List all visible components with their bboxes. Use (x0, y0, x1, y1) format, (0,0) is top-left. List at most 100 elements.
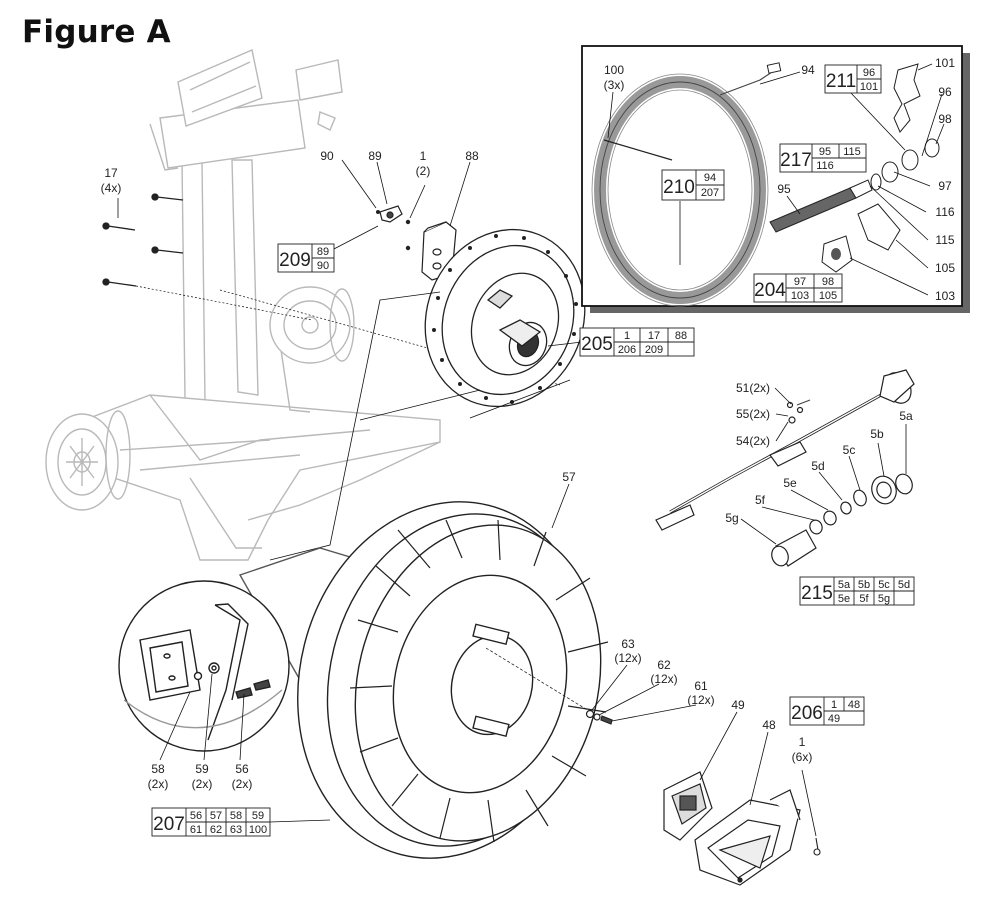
kit-204-number: 204 (754, 280, 786, 301)
kit-tables: 209 89 90 211 96 101 217 95 115 116 210 (151, 64, 915, 837)
kit-209-table: 209 89 90 (277, 243, 335, 273)
callout-115: 115 (935, 233, 954, 247)
kit-205-number: 205 (581, 334, 613, 355)
kit-206-part: 48 (848, 699, 860, 711)
bolt-17-set (102, 193, 184, 287)
kit-215-part: 5f (859, 593, 869, 605)
figure-title: Figure A (22, 14, 171, 50)
fastener-stack-61-62-63 (585, 709, 613, 725)
kit-207-number: 207 (153, 814, 185, 835)
kit-207-table: 207 56 57 58 59 61 62 63 100 (151, 807, 271, 837)
kit-204-table: 204 97 98 103 105 (753, 273, 843, 303)
callout-5e: 5e (783, 476, 797, 490)
callout-58-qty: (2x) (148, 777, 169, 791)
kit-205-part: 17 (648, 330, 660, 342)
kit-207-part: 58 (230, 810, 242, 822)
callout-49: 49 (731, 698, 745, 712)
kit-215-table: 215 5a 5b 5c 5d 5e 5f 5g (799, 576, 915, 606)
kit-209-number: 209 (279, 250, 311, 271)
inset-detail-circle (118, 580, 290, 752)
thumbscrew-89 (379, 205, 403, 223)
callout-62: 62 (657, 658, 671, 672)
kit-207-part: 62 (210, 824, 222, 836)
kit-207-part: 100 (249, 824, 267, 836)
bracket-48 (694, 789, 801, 886)
callout-48: 48 (762, 718, 776, 732)
kit-215-part: 5g (878, 593, 890, 605)
callout-116: 116 (935, 205, 954, 219)
callout-57: 57 (562, 470, 576, 484)
screw-1-6x (813, 837, 821, 856)
callout-62-qty: (12x) (650, 672, 677, 686)
callout-95: 95 (777, 182, 791, 196)
kit-215-part: 5e (838, 593, 850, 605)
callout-1b: 1 (799, 735, 806, 749)
reel-side-plate-205 (424, 228, 586, 408)
callout-90: 90 (320, 149, 334, 163)
cart-frame (45, 49, 441, 561)
callout-1a-qty: (2) (416, 164, 431, 178)
callout-59-qty: (2x) (192, 777, 213, 791)
callout-51: 51(2x) (736, 381, 770, 395)
kit-206-table: 206 1 48 49 (789, 696, 865, 726)
callout-63-qty: (12x) (614, 651, 641, 665)
callout-101: 101 (935, 56, 955, 70)
callout-1a: 1 (420, 149, 427, 163)
kit-205-part: 88 (675, 330, 687, 342)
hose-inset-panel (581, 45, 970, 313)
callout-105: 105 (935, 261, 955, 275)
kit-207-part: 63 (230, 824, 242, 836)
kit-211-part: 96 (863, 67, 875, 79)
kit-217-part: 95 (819, 146, 831, 158)
kit-204-part: 98 (822, 276, 834, 288)
kit-205-part: 206 (618, 344, 636, 356)
kit-215-part: 5c (878, 579, 890, 591)
callout-5b: 5b (870, 427, 884, 441)
kit-211-number: 211 (826, 71, 856, 92)
connector-49 (663, 771, 713, 841)
callout-103: 103 (935, 289, 955, 303)
callout-59: 59 (195, 762, 209, 776)
kit-209-part: 90 (317, 260, 329, 272)
screw-1b (405, 245, 411, 251)
callout-5a: 5a (899, 409, 913, 423)
callout-17-qty: (4x) (101, 181, 122, 195)
kit-210-number: 210 (663, 177, 695, 198)
callout-labels: 17 (4x) 90 89 1 (2) 88 100 (3x) 94 101 9… (101, 56, 956, 791)
kit-206-number: 206 (791, 703, 823, 724)
callout-5d: 5d (811, 459, 824, 473)
kit-205-part: 209 (645, 344, 663, 356)
kit-211-part: 101 (860, 81, 878, 93)
callout-97: 97 (938, 179, 952, 193)
kit-215-part: 5b (858, 579, 870, 591)
callout-17: 17 (104, 166, 118, 180)
kit-209-part: 89 (317, 246, 329, 258)
callout-56-qty: (2x) (232, 777, 253, 791)
callout-63: 63 (621, 637, 635, 651)
kit-215-part: 5d (898, 579, 910, 591)
kit-207-part: 61 (190, 824, 202, 836)
kit-207-part: 59 (252, 810, 264, 822)
kit-211-table: 211 96 101 (824, 64, 882, 94)
kit-207-part: 56 (190, 810, 202, 822)
callout-98: 98 (938, 112, 952, 126)
kit-205-part: 1 (624, 330, 630, 342)
callout-88: 88 (465, 149, 479, 163)
leader-lines (117, 63, 945, 837)
kit-210-part: 94 (704, 172, 716, 184)
screw-90 (376, 210, 380, 214)
callout-96: 96 (938, 85, 952, 99)
kit-207-part: 57 (210, 810, 222, 822)
kit-217-part: 116 (816, 160, 834, 172)
callout-89: 89 (368, 149, 382, 163)
callout-94: 94 (801, 63, 815, 77)
kit-206-part: 49 (828, 713, 840, 725)
kit-205-table: 205 1 17 88 206 209 (579, 327, 695, 357)
callout-1b-qty: (6x) (792, 750, 813, 764)
callout-56: 56 (235, 762, 249, 776)
kit-210-table: 210 94 207 (661, 169, 725, 201)
callout-5c: 5c (843, 443, 856, 457)
kit-204-part: 105 (819, 290, 837, 302)
